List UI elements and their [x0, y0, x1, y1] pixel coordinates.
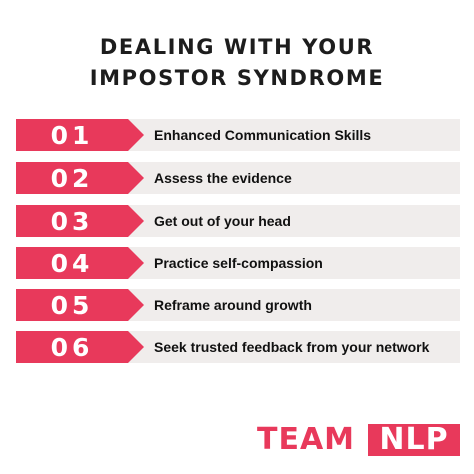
list-item: 03 Get out of your head: [16, 205, 460, 237]
number-badge: 01: [16, 119, 144, 151]
brand-logo-nlp: NLP: [368, 424, 460, 456]
item-number: 01: [50, 120, 94, 150]
title-line-2: IMPOSTOR SYNDROME: [89, 66, 385, 90]
item-label: Seek trusted feedback from your network: [154, 339, 430, 355]
item-label: Practice self-compassion: [154, 255, 323, 271]
title-line-1: DEALING WITH YOUR: [99, 35, 375, 59]
list-item: 02 Assess the evidence: [16, 162, 460, 194]
list-item: 06 Seek trusted feedback from your netwo…: [16, 331, 460, 363]
list-item: 01 Enhanced Communication Skills: [16, 119, 460, 151]
list-item: 04 Practice self-compassion: [16, 247, 460, 279]
item-number: 06: [50, 332, 94, 362]
number-badge: 02: [16, 162, 144, 194]
brand-logo-team: TEAM: [257, 422, 356, 457]
item-number: 05: [50, 290, 94, 320]
item-label: Reframe around growth: [154, 297, 312, 313]
number-badge: 05: [16, 289, 144, 321]
number-badge: 06: [16, 331, 144, 363]
item-label: Get out of your head: [154, 213, 291, 229]
number-badge: 03: [16, 205, 144, 237]
item-label: Enhanced Communication Skills: [154, 127, 372, 143]
item-number: 04: [50, 248, 94, 278]
list-item: 05 Reframe around growth: [16, 289, 460, 321]
page-title: DEALING WITH YOUR IMPOSTOR SYNDROME: [0, 32, 474, 94]
item-label: Assess the evidence: [154, 170, 292, 186]
item-number: 03: [50, 206, 94, 236]
item-number: 02: [50, 163, 94, 193]
number-badge: 04: [16, 247, 144, 279]
